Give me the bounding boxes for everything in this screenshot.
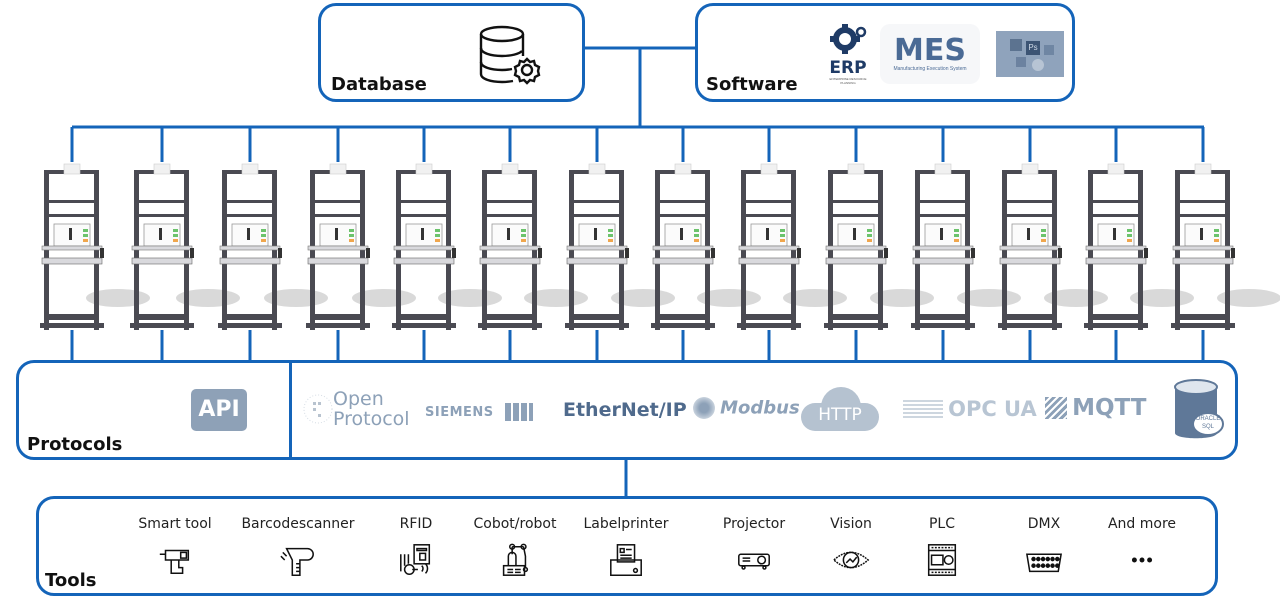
workstation[interactable] — [737, 160, 847, 335]
opc-ua-logo: OPC UA — [903, 397, 1037, 421]
mqtt-text: MQTT — [1072, 395, 1147, 421]
barcode-scanner-icon — [280, 547, 314, 576]
database-title: Database — [331, 74, 427, 95]
tools-title: Tools — [45, 570, 97, 591]
mqtt-signal-icon — [1045, 397, 1067, 419]
workstation[interactable] — [824, 160, 934, 335]
siemens-text: SIEMENS — [425, 405, 494, 420]
office-apps-logo: Ps — [996, 31, 1064, 77]
tool-label: Labelprinter — [583, 516, 669, 532]
tool-plc: PLC — [882, 513, 1002, 579]
erp-gear-icon — [830, 24, 867, 54]
mes-subtitle: Manufacturing Execution System — [893, 66, 967, 72]
siemens-block-icon — [504, 402, 533, 421]
plc-icon — [927, 544, 957, 576]
tool-projector: Projector — [694, 513, 814, 579]
mes-logo: MES Manufacturing Execution System — [880, 24, 980, 84]
protocols-box: Protocols API Open Protocol SIEMENS Ethe… — [16, 360, 1238, 460]
database-box: Database — [318, 3, 585, 102]
tool-label: Barcodescanner — [241, 516, 355, 532]
more-dots-icon — [1131, 557, 1153, 563]
workstation-icon — [1171, 163, 1280, 330]
mes-text: MES — [894, 33, 966, 68]
workstation[interactable] — [218, 160, 328, 335]
projector-icon — [738, 553, 770, 570]
open-protocol-text: Open Protocol — [333, 388, 410, 430]
workstation[interactable] — [998, 160, 1108, 335]
software-title: Software — [706, 74, 798, 95]
tool-label: Smart tool — [138, 516, 212, 532]
tool-label: DMX — [1027, 516, 1061, 532]
workstation[interactable] — [306, 160, 416, 335]
workstation[interactable] — [1084, 160, 1194, 335]
oracle-sql-text: ORACLE SQL — [1195, 416, 1221, 430]
workstation[interactable] — [478, 160, 588, 335]
ethernet-ip-logo: EtherNet/IP — [563, 399, 687, 421]
oracle-db-icon — [1174, 379, 1224, 439]
http-text: HTTP — [818, 405, 862, 425]
vision-eye-icon — [832, 551, 870, 569]
tool-label: Vision — [830, 516, 872, 532]
api-badge: API — [191, 389, 247, 431]
protocols-divider — [289, 363, 292, 457]
tool-dmx: DMX — [984, 513, 1104, 579]
tool-rfid: RFID — [356, 513, 476, 579]
mqtt-logo: MQTT — [1045, 395, 1146, 421]
siemens-logo: SIEMENS — [425, 401, 533, 421]
opc-ua-text: OPC UA — [948, 397, 1037, 421]
modbus-logo: Modbus — [693, 397, 800, 419]
tool-cobot-robot: Cobot/robot — [455, 513, 575, 579]
software-box: ERP ENTERPRISE RESOURCE PLANNING MES Man… — [695, 3, 1075, 102]
modbus-text: Modbus — [720, 397, 800, 419]
opc-stripes-icon — [903, 400, 943, 418]
tool-labelprinter: Labelprinter — [566, 513, 686, 579]
workstation-icon — [392, 163, 502, 330]
workstation[interactable] — [1171, 160, 1280, 335]
drill-icon — [159, 549, 190, 575]
tool-label: Projector — [722, 516, 786, 532]
workstation-icon — [824, 163, 934, 330]
robot-arm-icon — [502, 543, 529, 576]
globe-dots-icon — [303, 394, 333, 424]
http-cloud: HTTP — [801, 385, 879, 431]
tool-and-more: And more — [1082, 513, 1202, 579]
open-protocol-logo: Open Protocol — [303, 387, 410, 437]
tool-label: RFID — [399, 516, 433, 532]
tool-barcodescanner: Barcodescanner — [238, 513, 358, 579]
oracle-sql-logo: ORACLE SQL — [1172, 377, 1224, 443]
tool-label: Cobot/robot — [473, 516, 557, 532]
workstation-icon — [306, 163, 416, 330]
workstation[interactable] — [565, 160, 675, 335]
workstation[interactable] — [40, 160, 150, 335]
rfid-icon — [400, 544, 431, 575]
tools-box: Tools — [36, 496, 1218, 596]
tool-smart-tool: Smart tool — [115, 513, 235, 579]
label-printer-icon — [610, 544, 642, 576]
modbus-network-icon — [693, 397, 715, 419]
tool-vision: Vision — [791, 513, 911, 579]
erp-text: ERP — [829, 58, 867, 78]
protocols-title: Protocols — [27, 434, 123, 455]
dmx-icon — [1026, 553, 1062, 573]
tool-label: PLC — [928, 516, 956, 532]
workstation[interactable] — [651, 160, 761, 335]
workstation[interactable] — [130, 160, 240, 335]
workstation[interactable] — [911, 160, 1021, 335]
workstation[interactable] — [392, 160, 502, 335]
database-gear-icon — [479, 25, 541, 85]
erp-subtitle: ENTERPRISE RESOURCE PLANNING — [829, 77, 867, 85]
tool-label: And more — [1107, 516, 1177, 532]
erp-logo: ERP ENTERPRISE RESOURCE PLANNING — [826, 24, 870, 85]
